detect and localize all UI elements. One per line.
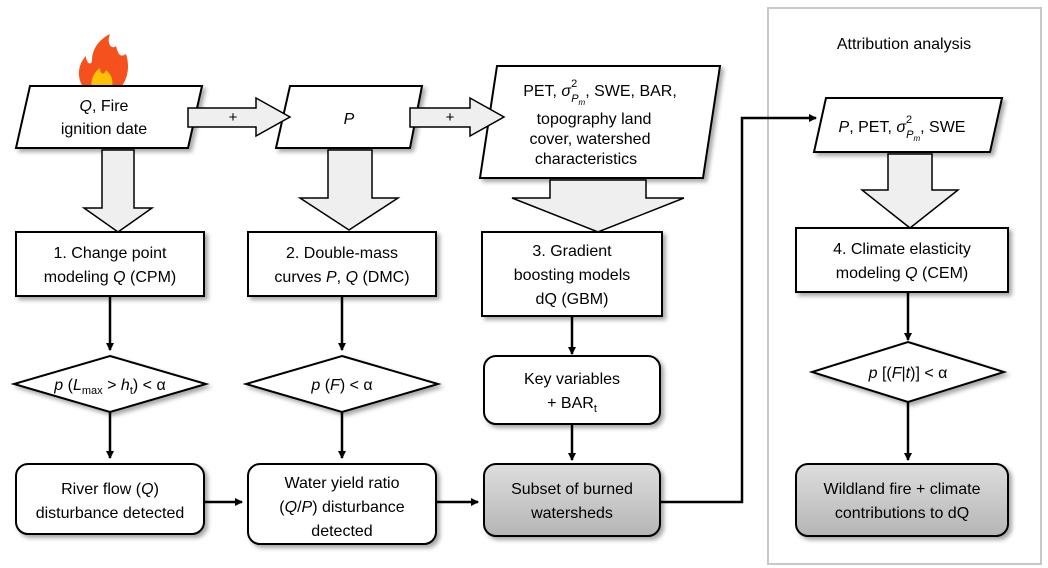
method-gbm-line3: dQ (GBM) — [536, 291, 609, 308]
result-water-yield-box — [247, 463, 437, 545]
method-cem-line2: modeling Q (CEM) — [836, 265, 968, 282]
result-contrib-line1: Wildland fire + climate — [824, 481, 981, 498]
covariates-line4: characteristics — [535, 151, 637, 168]
result-subset-box — [483, 463, 661, 537]
block-arrow-p-to-covariates — [409, 96, 506, 138]
input-p — [274, 85, 424, 149]
method-gbm-line2: boosting models — [514, 267, 631, 284]
result-contributions-box — [795, 463, 1009, 537]
input-attribution-vars — [812, 97, 1004, 153]
test-cpm-label: p (Lmax > ht) < α — [53, 377, 165, 397]
input-q-fire-line1: Q, Fire — [80, 98, 129, 115]
method-dmc-line1: 2. Double-mass — [286, 245, 398, 262]
method-cem-line1: 4. Climate elasticity — [833, 241, 971, 258]
block-arrow-fire-to-p — [187, 96, 292, 138]
method-cpm-box — [15, 231, 205, 297]
plus-label-2: + — [446, 109, 455, 126]
input-q-fire-line2: ignition date — [61, 121, 147, 138]
result-contrib-line2: contributions to dQ — [835, 505, 969, 522]
result-wyr-line2: (Q/P) disturbance — [279, 499, 405, 516]
key-variables-box — [483, 355, 661, 425]
test-cem-label: p [(F|t)] < α — [868, 365, 948, 382]
plus-label-1: + — [229, 109, 238, 126]
result-wyr-line1: Water yield ratio — [285, 475, 400, 492]
block-arrow-down-2 — [297, 149, 401, 231]
method-cem-box — [795, 227, 1009, 293]
result-river-line1: River flow (Q) — [61, 481, 159, 498]
result-river-flow-box — [15, 463, 205, 535]
method-dmc-line2: curves P, Q (DMC) — [274, 269, 409, 286]
block-arrow-down-1 — [81, 149, 155, 233]
arrow-subset-to-attribution — [660, 114, 817, 504]
key-variables-line1: Key variables — [524, 371, 620, 388]
input-covariates — [478, 65, 722, 179]
test-dmc-label: p (F) < α — [310, 377, 372, 394]
block-arrow-down-4 — [859, 153, 961, 229]
method-dmc-box — [247, 231, 437, 297]
method-gbm-line1: 3. Gradient — [532, 243, 612, 260]
result-river-line2: disturbance detected — [36, 505, 185, 522]
method-cpm-line2: modeling Q (CPM) — [44, 269, 176, 286]
fire-icon — [78, 34, 128, 88]
input-q-fire-ignition — [14, 85, 204, 149]
covariates-line2: topography land — [537, 111, 652, 128]
key-variables-line2: + BARt — [547, 395, 597, 415]
input-p-label: P — [344, 111, 355, 128]
result-subset-line1: Subset of burned — [511, 481, 633, 498]
block-arrow-down-3 — [511, 179, 685, 233]
result-wyr-line3: detected — [311, 523, 372, 540]
covariates-line3: cover, watershed — [530, 131, 651, 148]
method-gbm-box — [481, 231, 663, 317]
method-cpm-line1: 1. Change point — [54, 245, 168, 262]
attribution-panel-title: Attribution analysis — [837, 36, 971, 53]
result-subset-line2: watersheds — [530, 505, 613, 522]
